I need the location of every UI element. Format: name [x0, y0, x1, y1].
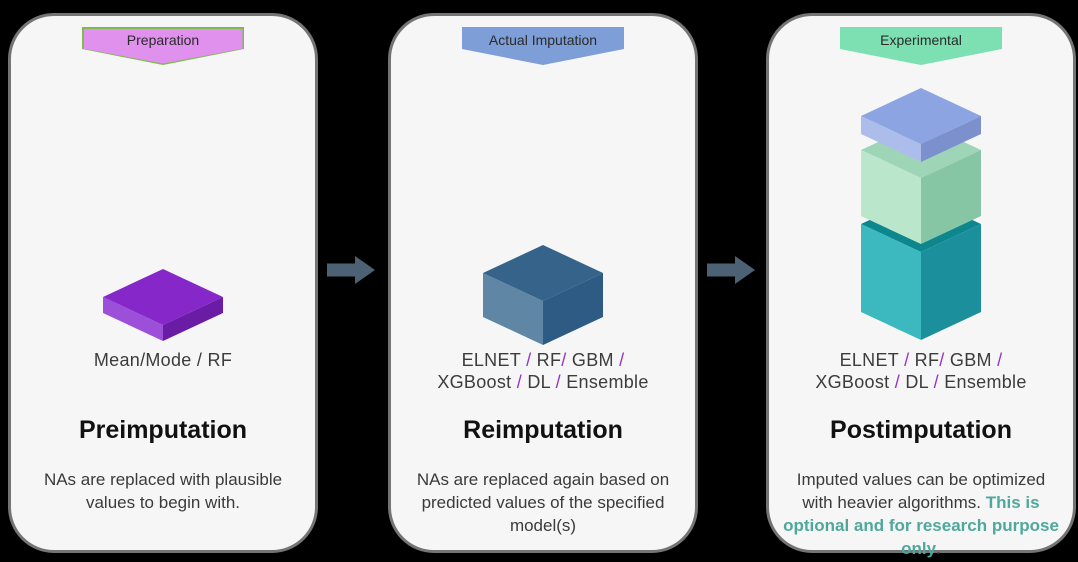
panel-description: NAs are replaced with plausible values t… — [43, 470, 283, 512]
banner-fill: Actual Imputation — [463, 28, 623, 64]
panel-postimputation: Experimental ELNET / RF/ GBM /XGBoost / … — [766, 13, 1076, 558]
banner-label: Preparation — [126, 31, 200, 48]
green-cube-right-face — [921, 150, 981, 244]
banner-actual-imputation: Actual Imputation — [462, 27, 624, 65]
model-list: ELNET / RF/ GBM /XGBoost / DL / Ensemble — [437, 350, 649, 392]
teal-cube-right-face — [921, 224, 981, 340]
blue-slab-right-face — [921, 116, 981, 162]
model-list: Mean/Mode / RF — [93, 350, 233, 370]
blue-slab-left-face — [861, 116, 921, 162]
panel-reimputation: Actual Imputation ELNET / RF/ GBM /XGBoo… — [388, 13, 698, 553]
cube-icon — [483, 245, 603, 345]
blue-slab-top-face — [861, 88, 981, 144]
banner-fill: Preparation — [83, 28, 243, 64]
slab-right-face — [163, 297, 223, 341]
right-arrow-icon — [707, 256, 755, 284]
banner-preparation: Preparation — [82, 27, 244, 65]
banner-label: Experimental — [880, 31, 962, 48]
cube-left-face — [483, 273, 543, 345]
right-arrow-icon — [327, 256, 375, 284]
slab-top-face — [103, 269, 223, 325]
panel-description: Imputed values can be optimized with hea… — [783, 470, 1059, 558]
slab-left-face — [103, 297, 163, 341]
panel-preimputation: Preparation Mean/Mode / RF Preimputation… — [8, 13, 318, 553]
banner-label: Actual Imputation — [488, 31, 598, 48]
green-cube-left-face — [861, 150, 921, 244]
cube-right-face — [543, 273, 603, 345]
arrow-shape — [327, 256, 375, 284]
model-list: ELNET / RF/ GBM /XGBoost / DL / Ensemble — [815, 350, 1027, 392]
panel-title: Reimputation — [463, 416, 623, 444]
flat-box-icon — [103, 269, 223, 341]
banner-fill: Experimental — [841, 28, 1001, 64]
teal-cube-left-face — [861, 224, 921, 340]
panel-title: Postimputation — [830, 416, 1012, 444]
banner-experimental: Experimental — [840, 27, 1002, 65]
cube-top-face — [483, 245, 603, 301]
panel-title: Preimputation — [78, 416, 248, 444]
panel-description: NAs are replaced again based on predicte… — [416, 470, 670, 535]
arrow-shape — [707, 256, 755, 284]
stacked-boxes-icon — [861, 88, 981, 340]
